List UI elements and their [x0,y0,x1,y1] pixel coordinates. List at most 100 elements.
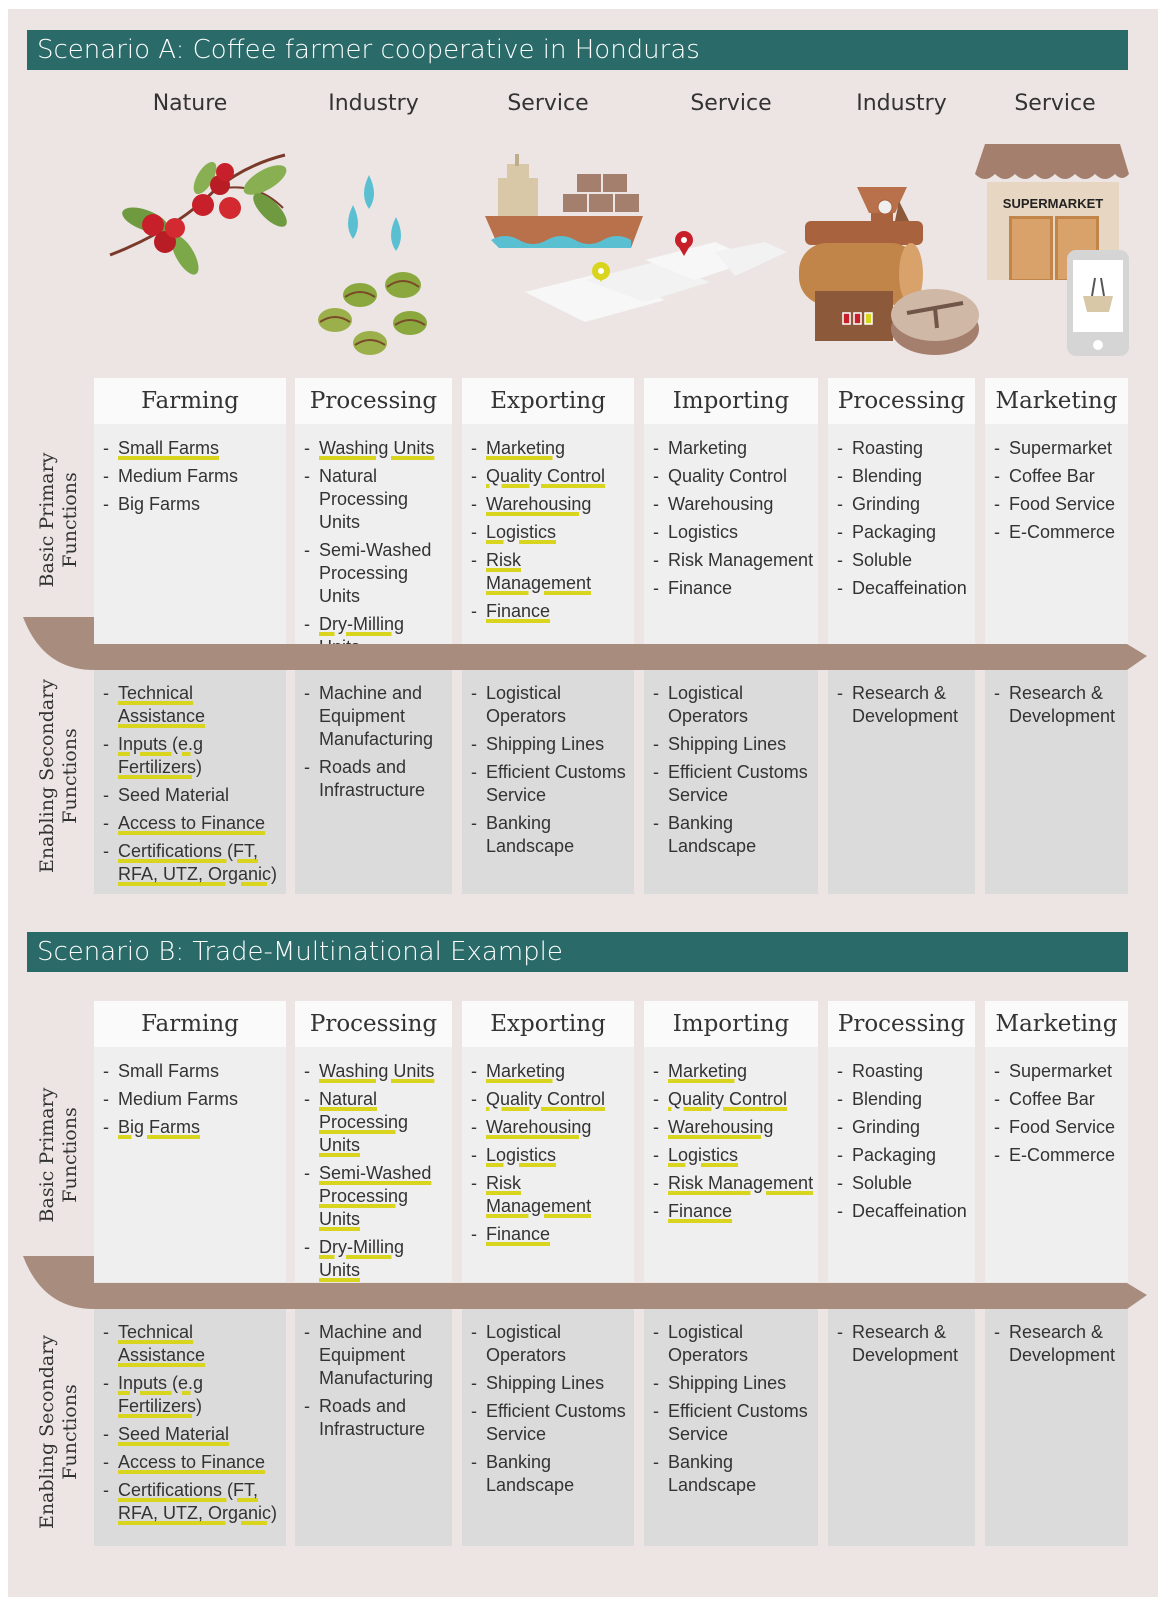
highlighted-function-item: Natural Processing Units [299,1088,448,1157]
function-item-label: Warehousing [668,1117,774,1137]
function-item: Banking Landscape [466,812,630,858]
secondary-functions-cell: Logistical OperatorsShipping LinesEffici… [644,1309,818,1546]
sector-label-service: Service [1014,91,1096,116]
function-item-label: Shipping Lines [668,1373,787,1393]
row-label-line: Functions [59,1384,81,1480]
function-item-label: Natural Processing Units [319,466,409,532]
row-label-line: Functions [59,472,81,568]
column-header: Processing [828,1001,975,1047]
function-item-label: Packaging [852,1145,937,1165]
function-item: Logistics [648,521,814,544]
function-list: RoastingBlendingGrindingPackagingSoluble… [832,1060,971,1223]
function-item: Coffee Bar [989,465,1124,488]
function-item: Logistical Operators [466,682,630,728]
function-item-label: Small Farms [118,1061,220,1081]
function-item: Food Service [989,493,1124,516]
highlighted-function-item: Warehousing [648,1116,814,1139]
value-chain-divider-band [23,617,1147,670]
function-item-label: Shipping Lines [668,734,787,754]
function-item: Research & Development [989,1321,1124,1367]
highlighted-function-item: Quality Control [466,465,630,488]
highlighted-function-item: Finance [466,1223,630,1246]
highlighted-function-item: Warehousing [466,1116,630,1139]
scenario-b-title: Scenario B: Trade-Multinational Example [27,932,1128,972]
function-item-label: Technical Assistance [118,683,206,726]
highlighted-function-item: Washing Units [299,1060,448,1083]
highlighted-function-item: Access to Finance [98,1451,282,1474]
function-item: Natural Processing Units [299,465,448,534]
function-item: Roads and Infrastructure [299,756,448,802]
secondary-functions-cell: Machine and Equipment ManufacturingRoads… [295,670,452,894]
function-item-label: Marketing [668,438,748,458]
function-item-label: Shipping Lines [486,734,605,754]
secondary-functions-cell: Technical AssistanceInputs (e.g Fertiliz… [94,670,286,894]
function-list: Washing UnitsNatural Processing UnitsSem… [299,1060,448,1282]
highlighted-function-item: Inputs (e.g Fertilizers) [98,733,282,779]
row-label-line: Enabling Secondary [36,678,58,874]
function-item: Medium Farms [98,465,282,488]
function-item-label: Warehousing [486,494,592,514]
function-item: Grinding [832,1116,971,1139]
function-item-label: Finance [486,1224,551,1244]
function-item-label: Banking Landscape [668,813,757,856]
function-item: Research & Development [832,682,971,728]
function-item-label: Grinding [852,494,921,514]
function-item-label: Banking Landscape [486,813,575,856]
function-item: Decaffeination [832,1200,971,1223]
highlighted-function-item: Inputs (e.g Fertilizers) [98,1372,282,1418]
function-item-label: Logistical Operators [486,683,567,726]
highlighted-function-item: Access to Finance [98,812,282,835]
function-item: Supermarket [989,1060,1124,1083]
function-item: Roasting [832,1060,971,1083]
highlighted-function-item: Dry-Milling Units [299,1236,448,1282]
function-item: Efficient Customs Service [466,761,630,807]
column-header: Processing [828,378,975,424]
function-item: Medium Farms [98,1088,282,1111]
function-item: Seed Material [98,784,282,807]
highlighted-function-item: Logistics [648,1144,814,1167]
water-and-beans-icon [318,175,427,355]
column-header: Importing [644,378,818,424]
function-list: MarketingQuality ControlWarehousingLogis… [648,437,814,600]
sector-label-service: Service [690,91,772,116]
secondary-functions-cell: Research & Development [985,670,1128,894]
function-list: Logistical OperatorsShipping LinesEffici… [466,682,630,858]
function-item: Logistical Operators [648,682,814,728]
function-list: Logistical OperatorsShipping LinesEffici… [648,682,814,858]
function-item: Small Farms [98,1060,282,1083]
supermarket-sign: SUPERMARKET [1003,196,1103,211]
column-header: Exporting [462,378,634,424]
highlighted-function-item: Small Farms [98,437,282,460]
roaster-and-grinder-icon [799,187,979,355]
function-item-label: Grinding [852,1117,921,1137]
function-list: SupermarketCoffee BarFood ServiceE-Comme… [989,1060,1124,1167]
column-header: Processing [295,1001,452,1047]
function-list: Small FarmsMedium FarmsBig Farms [98,437,282,516]
primary-functions-cell: RoastingBlendingGrindingPackagingSoluble… [828,424,975,644]
secondary-functions-cell: Technical AssistanceInputs (e.g Fertiliz… [94,1309,286,1546]
function-item: Food Service [989,1116,1124,1139]
function-list: MarketingQuality ControlWarehousingLogis… [648,1060,814,1223]
function-item-label: Big Farms [118,494,201,514]
function-item-label: Access to Finance [118,1452,266,1472]
function-item-label: Warehousing [486,1117,592,1137]
sector-label-industry: Industry [856,91,947,116]
function-item: Packaging [832,521,971,544]
function-list: Machine and Equipment ManufacturingRoads… [299,1321,448,1441]
highlighted-function-item: Seed Material [98,1423,282,1446]
function-item-label: Risk Management [486,1173,592,1216]
highlighted-function-item: Certifications (FT, RFA, UTZ, Organic) [98,1479,282,1525]
sector-label-service: Service [507,91,589,116]
function-item: Roasting [832,437,971,460]
highlighted-function-item: Washing Units [299,437,448,460]
function-item: Shipping Lines [466,733,630,756]
function-item: Roads and Infrastructure [299,1395,448,1441]
function-item-label: Logistics [486,1145,557,1165]
function-item-label: Research & Development [1009,1322,1116,1365]
function-item-label: Medium Farms [118,1089,239,1109]
column-header: Marketing [985,1001,1128,1047]
primary-functions-cell: MarketingQuality ControlWarehousingLogis… [644,424,818,644]
